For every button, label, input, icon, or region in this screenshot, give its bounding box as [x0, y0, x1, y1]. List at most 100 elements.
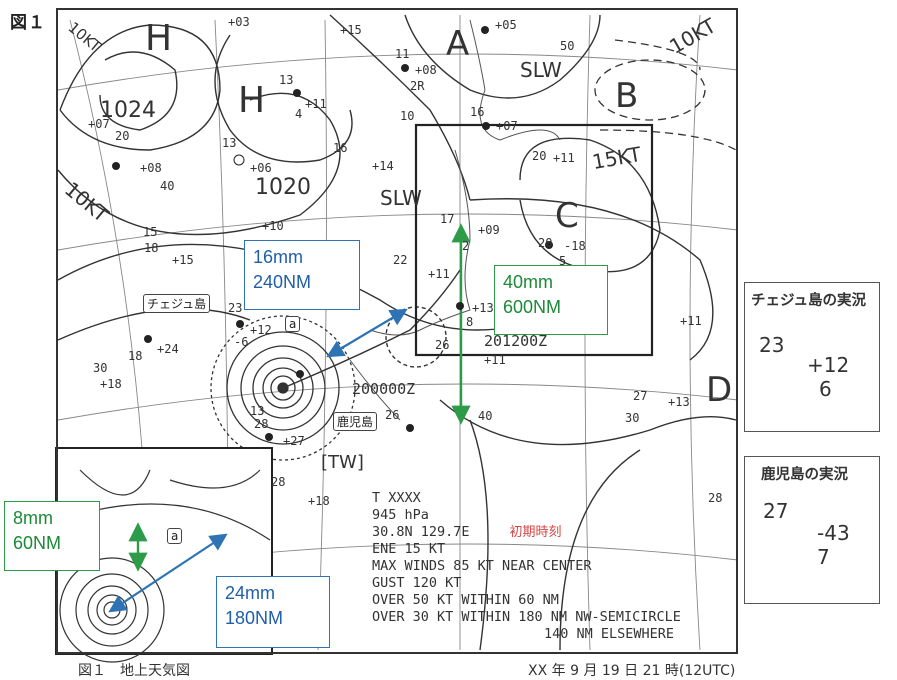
station-value: 27 [633, 389, 648, 403]
high-pressure-value: 1020 [255, 175, 311, 200]
station-value: 50 [560, 39, 575, 53]
station-value: 20 [538, 236, 553, 250]
station-value: 2R [410, 79, 425, 93]
station-value: 30 [93, 361, 108, 375]
inset-marker: a [167, 528, 183, 544]
station-dots [112, 26, 553, 441]
inset-arrows [108, 522, 228, 613]
obs-temperature: -43 [817, 521, 850, 545]
highlight-box [414, 123, 654, 357]
obs-pressure: 27 [763, 499, 789, 523]
station-value: 40 [160, 179, 175, 193]
high-b-dashed [594, 39, 737, 151]
station-value: +18 [308, 494, 330, 508]
station-value: 28 [254, 417, 269, 431]
station-value: 13 [250, 404, 265, 418]
obs-temperature: +12 [807, 353, 850, 377]
map-frame [56, 8, 738, 654]
obs-tendency: 6 [819, 377, 832, 401]
station-value: 18 [144, 241, 159, 255]
station-value: -18 [564, 239, 586, 253]
station-value: 8 [466, 315, 474, 329]
motion-label: SLW [520, 58, 562, 82]
isobars [57, 14, 737, 651]
station-value: +27 [283, 434, 305, 448]
station-value: +13 [472, 301, 494, 315]
station-value: 16 [333, 141, 348, 155]
figure-label: 図１ [10, 13, 46, 33]
station-value: +15 [340, 23, 362, 37]
station-value: +12 [250, 323, 272, 337]
station-value: 18 [128, 349, 143, 363]
station-value: 16 [470, 105, 485, 119]
station-value: +09 [478, 223, 500, 237]
kagoshima-observation-panel: 鹿児島の実況 27 -43 7 [744, 456, 880, 604]
station-value: 26 [435, 338, 450, 352]
jeju-observation-panel: チェジュ島の実況 23 +12 6 [744, 282, 880, 432]
typhoon-30kt-radius-else: 140 NM ELSEWHERE [544, 626, 675, 642]
station-value: 28 [271, 475, 286, 489]
figure-datetime: XX 年 9 月 19 日 21 時(12UTC) [528, 663, 736, 679]
station-value: +18 [100, 377, 122, 391]
initial-time-note: 初期時刻 [509, 525, 562, 540]
distance-arrows [326, 223, 471, 425]
station-value: +11 [553, 151, 575, 165]
figure-caption: 図１ 地上天気図 [78, 663, 190, 679]
obs-pressure: 23 [759, 333, 785, 357]
station-value: +13 [668, 395, 690, 409]
station-value: 15 [143, 225, 158, 239]
station-value: 17 [440, 212, 455, 226]
pressure-system-d: D [706, 370, 733, 410]
station-value: 13 [222, 136, 237, 150]
station-value: +03 [228, 15, 250, 29]
station-value: +24 [157, 342, 179, 356]
pressure-system-b: B [615, 76, 639, 116]
station-value: +06 [250, 161, 272, 175]
obs-weather: 7 [817, 545, 830, 569]
station-value: +07 [88, 117, 110, 131]
high-pressure-label: H [145, 18, 173, 59]
station-value: 20 [532, 149, 547, 163]
station-value: 30 [625, 411, 640, 425]
station-value: 28 [708, 491, 723, 505]
station-value: +10 [262, 219, 284, 233]
typhoon-forecast-time: 200000Z [352, 380, 416, 398]
station-value: 2 [462, 239, 470, 253]
station-value: 26 [385, 408, 400, 422]
station-label-kagoshima: 鹿児島 [333, 412, 378, 431]
station-value: +07 [496, 119, 518, 133]
station-value: +05 [495, 18, 517, 32]
station-value: +08 [140, 161, 162, 175]
station-value: 13 [279, 73, 294, 87]
station-label-jeju: チェジュ島 [143, 294, 211, 313]
pressure-system-c: C [555, 196, 579, 236]
station-value: +11 [305, 97, 327, 111]
station-value: 5 [559, 254, 567, 268]
station-value: +14 [372, 159, 394, 173]
typhoon-id: T XXXX [372, 490, 421, 506]
motion-label: SLW [380, 186, 422, 210]
station-value: 4 [295, 107, 303, 121]
high-pressure-label: H [238, 80, 266, 121]
panel-title: 鹿児島の実況 [761, 467, 848, 483]
typhoon-gust: GUST 120 KT [372, 575, 462, 591]
station-value: +11 [428, 267, 450, 281]
typhoon-pressure: 945 hPa [372, 507, 429, 523]
station-value: +11 [680, 314, 702, 328]
station-value: 10 [400, 109, 415, 123]
station-value: +15 [172, 253, 194, 267]
station-value: 23 [228, 301, 243, 315]
station-value: +08 [415, 63, 437, 77]
typhoon-30kt-radius: OVER 30 KT WITHIN 180 NM NW-SEMICIRCLE [372, 609, 681, 625]
typhoon-forecast-time: 201200Z [484, 332, 548, 350]
typhoon-rings [210, 315, 356, 461]
panel-title: チェジュ島の実況 [751, 293, 866, 309]
high-pressure-value: 1024 [100, 98, 156, 123]
typhoon-movement: ENE 15 KT [372, 541, 446, 557]
station-value: -6 [234, 335, 249, 349]
